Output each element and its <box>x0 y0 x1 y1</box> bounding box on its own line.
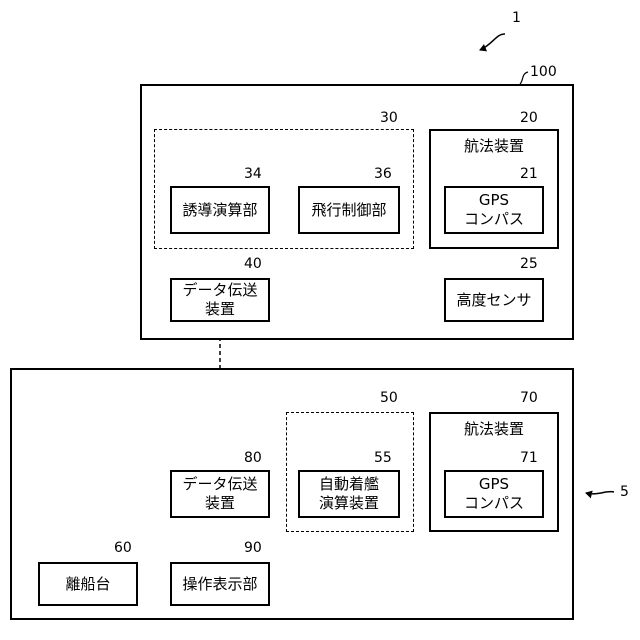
ref-ship-data-link: 80 <box>244 450 262 466</box>
ship-pointer-arrow <box>586 492 614 494</box>
ref-guidance-group: 30 <box>380 110 398 126</box>
launch-pad-block: 離船台 <box>38 562 138 606</box>
altitude-sensor-block: 高度センサ <box>444 278 544 322</box>
ship-navigation-title: 航法装置 <box>429 418 559 439</box>
ref-system: 1 <box>512 10 521 26</box>
auto-landing-calc-block: 自動着艦 演算装置 <box>298 470 400 518</box>
ship-gps-block: GPS コンパス <box>444 470 544 518</box>
ref-ship: 5 <box>620 484 629 500</box>
flight-control-block: 飛行制御部 <box>298 186 400 234</box>
ref-aircraft: 100 <box>530 64 557 80</box>
ref-auto-landing-calc: 55 <box>374 450 392 466</box>
ref-ship-gps: 71 <box>520 450 538 466</box>
ref-launch-pad: 60 <box>114 540 132 556</box>
operation-display-block: 操作表示部 <box>170 562 270 606</box>
ref-landing-group: 50 <box>380 390 398 406</box>
ref-guidance-calc: 34 <box>244 166 262 182</box>
aircraft-navigation-title: 航法装置 <box>429 135 559 156</box>
ref-aircraft-gps: 21 <box>520 166 538 182</box>
ref-aircraft-data-link: 40 <box>244 256 262 272</box>
ref-operation-display: 90 <box>244 540 262 556</box>
ship-data-link-block: データ伝送 装置 <box>170 470 270 518</box>
system-pointer-arrow <box>480 34 505 50</box>
ref-ship-navigation: 70 <box>520 390 538 406</box>
aircraft-data-link-block: データ伝送 装置 <box>170 278 270 322</box>
leader-100 <box>520 72 528 84</box>
guidance-calc-block: 誘導演算部 <box>170 186 270 234</box>
ref-altitude-sensor: 25 <box>520 256 538 272</box>
ref-aircraft-navigation: 20 <box>520 110 538 126</box>
ref-flight-control: 36 <box>374 166 392 182</box>
aircraft-gps-block: GPS コンパス <box>444 186 544 234</box>
